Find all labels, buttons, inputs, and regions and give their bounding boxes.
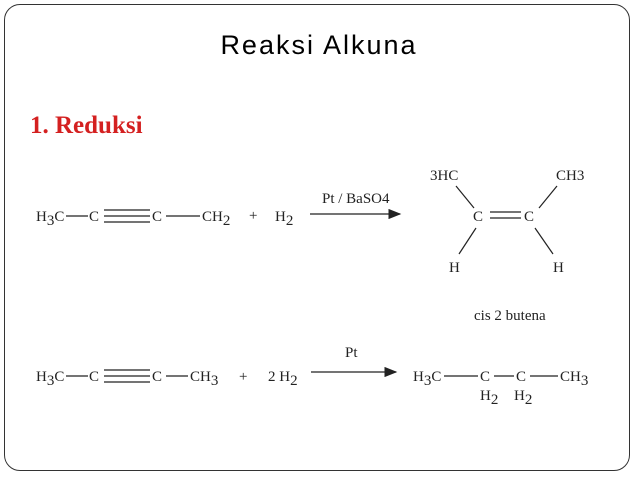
r2-condition: Pt bbox=[345, 345, 358, 361]
r1-product-top-right: CH3 bbox=[556, 168, 584, 184]
section-heading: 1. Reduksi bbox=[30, 112, 143, 139]
r2-triple-bond bbox=[104, 369, 150, 383]
r2-reactant-carbon-1: C bbox=[89, 369, 99, 385]
r1-product-carbon-2: C bbox=[524, 209, 534, 225]
r1-bond-top-left bbox=[455, 185, 475, 209]
r1-reactant-carbon-2: C bbox=[152, 209, 162, 225]
r2-product-h2-2: H2 bbox=[514, 388, 532, 408]
r2-product-carbon-1: C bbox=[480, 369, 490, 385]
slide-title: Reaksi Alkuna bbox=[220, 30, 418, 60]
r1-reactant-carbon-1: C bbox=[89, 209, 99, 225]
r1-reagent: H2 bbox=[275, 209, 293, 229]
r1-condition: Pt / BaSO4 bbox=[322, 191, 390, 207]
r2-reactant-carbon-2: C bbox=[152, 369, 162, 385]
reaction-2: H3C C C CH3 + 2 H2 Pt H3C C C CH3 H2 H2 bbox=[36, 345, 588, 408]
r2-reactant-right-group: CH3 bbox=[190, 369, 218, 389]
slide-frame bbox=[4, 4, 630, 471]
r1-bond-bottom-left bbox=[458, 227, 477, 255]
r1-plus-sign: + bbox=[249, 208, 257, 224]
r1-bond-top-right bbox=[538, 185, 558, 209]
r1-product-bottom-left: H bbox=[449, 260, 460, 276]
r1-double-bond bbox=[490, 211, 521, 219]
r2-product-h2-1: H2 bbox=[480, 388, 498, 408]
r1-reactant-right-group: CH2 bbox=[202, 209, 230, 229]
r1-reactant-left-group: H3C bbox=[36, 209, 64, 229]
r2-reactant-left-group: H3C bbox=[36, 369, 64, 389]
r1-triple-bond bbox=[104, 209, 150, 223]
r2-reagent: 2 H2 bbox=[268, 369, 298, 389]
r2-plus-sign: + bbox=[239, 369, 247, 385]
r2-product-left-group: H3C bbox=[413, 369, 441, 389]
r1-product-top-left: 3HC bbox=[430, 168, 458, 184]
r1-product-carbon-1: C bbox=[473, 209, 483, 225]
r1-product-bottom-right: H bbox=[553, 260, 564, 276]
r1-product-name: cis 2 butena bbox=[474, 308, 546, 324]
r2-product-right-group: CH3 bbox=[560, 369, 588, 389]
r1-bond-bottom-right bbox=[534, 227, 554, 255]
reaction-1: H3C C C CH2 + H2 Pt / BaSO4 3HC CH3 C C … bbox=[36, 168, 584, 324]
r2-product-carbon-2: C bbox=[516, 369, 526, 385]
